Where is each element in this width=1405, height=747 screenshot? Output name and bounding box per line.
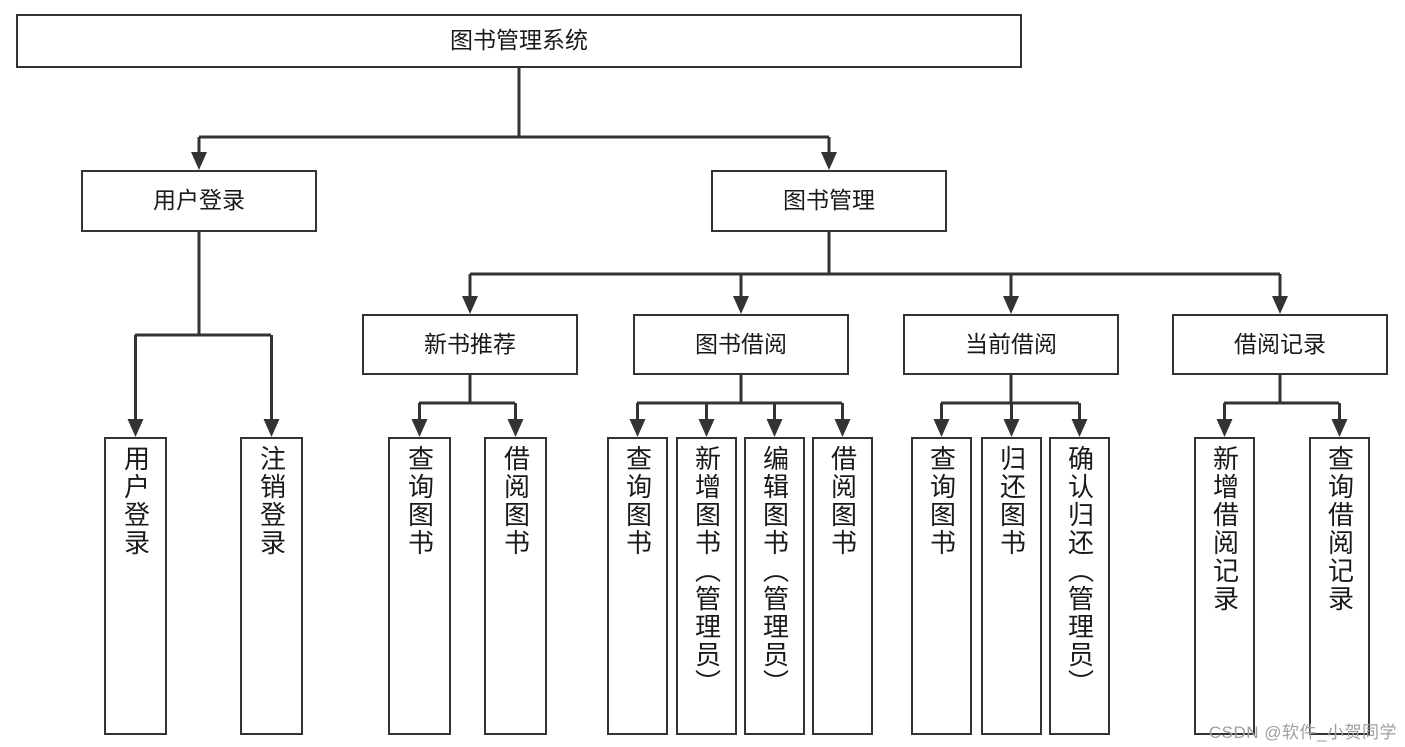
bus-book-manage-to-borrow-record-arrowhead (1272, 296, 1288, 314)
node-leaf-edit-book[interactable]: 编辑图书（管理员） (744, 437, 805, 735)
bus-borrow-record-to-leaf-query-record-arrowhead (1331, 419, 1348, 437)
node-label-leaf-user-login: 用户登录 (120, 445, 151, 557)
bus-new-book-recommend-to-leaf-query-book-recommend-arrowhead (411, 419, 428, 437)
bus-book-borrow-to-leaf-borrow-book-arrowhead (834, 419, 851, 437)
node-label-leaf-query-book-recommend: 查询图书 (404, 445, 435, 557)
node-label-leaf-return-book: 归还图书 (996, 445, 1027, 557)
node-label-current-borrow: 当前借阅 (965, 330, 1057, 357)
node-label-leaf-add-record: 新增借阅记录 (1209, 445, 1240, 613)
bus-borrow-record-to-leaf-add-record-arrowhead (1216, 419, 1233, 437)
node-leaf-return-book[interactable]: 归还图书 (981, 437, 1042, 735)
node-book-manage[interactable]: 图书管理 (711, 170, 947, 232)
bus-book-borrow-to-leaf-add-book-arrowhead (698, 419, 715, 437)
bus-book-manage-to-new-book-recommend-arrowhead (462, 296, 478, 314)
node-label-leaf-query-record: 查询借阅记录 (1324, 445, 1355, 613)
node-leaf-query-book-recommend[interactable]: 查询图书 (388, 437, 451, 735)
node-leaf-borrow-book-recommend[interactable]: 借阅图书 (484, 437, 547, 735)
node-label-leaf-query-book-borrow: 查询图书 (622, 445, 653, 557)
node-leaf-add-record[interactable]: 新增借阅记录 (1194, 437, 1255, 735)
bus-user-login-to-leaf-logout-arrowhead (263, 419, 280, 437)
bus-book-borrow-to-leaf-query-book-borrow-arrowhead (629, 419, 646, 437)
bus-current-borrow-to-leaf-query-book-current-arrowhead (933, 419, 950, 437)
node-leaf-query-record[interactable]: 查询借阅记录 (1309, 437, 1370, 735)
bus-book-borrow-to-leaf-edit-book-arrowhead (766, 419, 783, 437)
node-leaf-add-book[interactable]: 新增图书（管理员） (676, 437, 737, 735)
bus-root-to-user-login-arrowhead (191, 152, 207, 170)
node-label-leaf-logout: 注销登录 (256, 445, 287, 557)
node-label-leaf-borrow-book: 借阅图书 (827, 445, 858, 557)
bus-current-borrow-to-leaf-return-book-arrowhead (1003, 419, 1020, 437)
node-user-login[interactable]: 用户登录 (81, 170, 317, 232)
node-leaf-query-book-borrow[interactable]: 查询图书 (607, 437, 668, 735)
node-label-leaf-borrow-book-recommend: 借阅图书 (500, 445, 531, 557)
node-label-leaf-query-book-current: 查询图书 (926, 445, 957, 557)
node-book-borrow[interactable]: 图书借阅 (633, 314, 849, 375)
bus-book-manage-to-book-borrow-arrowhead (733, 296, 749, 314)
node-root[interactable]: 图书管理系统 (16, 14, 1022, 68)
node-label-leaf-add-book: 新增图书（管理员） (691, 445, 722, 697)
node-label-new-book-recommend: 新书推荐 (424, 330, 516, 357)
node-label-borrow-record: 借阅记录 (1234, 330, 1326, 357)
bus-root-to-book-manage-arrowhead (821, 152, 837, 170)
node-label-leaf-edit-book: 编辑图书（管理员） (759, 445, 790, 697)
bus-new-book-recommend-to-leaf-borrow-book-recommend-arrowhead (507, 419, 524, 437)
bus-user-login-to-leaf-user-login-arrowhead (127, 419, 144, 437)
node-borrow-record[interactable]: 借阅记录 (1172, 314, 1388, 375)
node-leaf-query-book-current[interactable]: 查询图书 (911, 437, 972, 735)
node-label-book-manage: 图书管理 (783, 187, 875, 214)
node-label-book-borrow: 图书借阅 (695, 330, 787, 357)
node-leaf-logout[interactable]: 注销登录 (240, 437, 303, 735)
node-leaf-user-login[interactable]: 用户登录 (104, 437, 167, 735)
bus-current-borrow-to-leaf-confirm-return-arrowhead (1071, 419, 1088, 437)
node-label-user-login: 用户登录 (153, 187, 245, 214)
node-label-leaf-confirm-return: 确认归还（管理员） (1064, 445, 1095, 697)
node-leaf-confirm-return[interactable]: 确认归还（管理员） (1049, 437, 1110, 735)
bus-book-manage-to-current-borrow-arrowhead (1003, 296, 1019, 314)
node-current-borrow[interactable]: 当前借阅 (903, 314, 1119, 375)
node-label-root: 图书管理系统 (450, 27, 588, 54)
node-new-book-recommend[interactable]: 新书推荐 (362, 314, 578, 375)
node-leaf-borrow-book[interactable]: 借阅图书 (812, 437, 873, 735)
